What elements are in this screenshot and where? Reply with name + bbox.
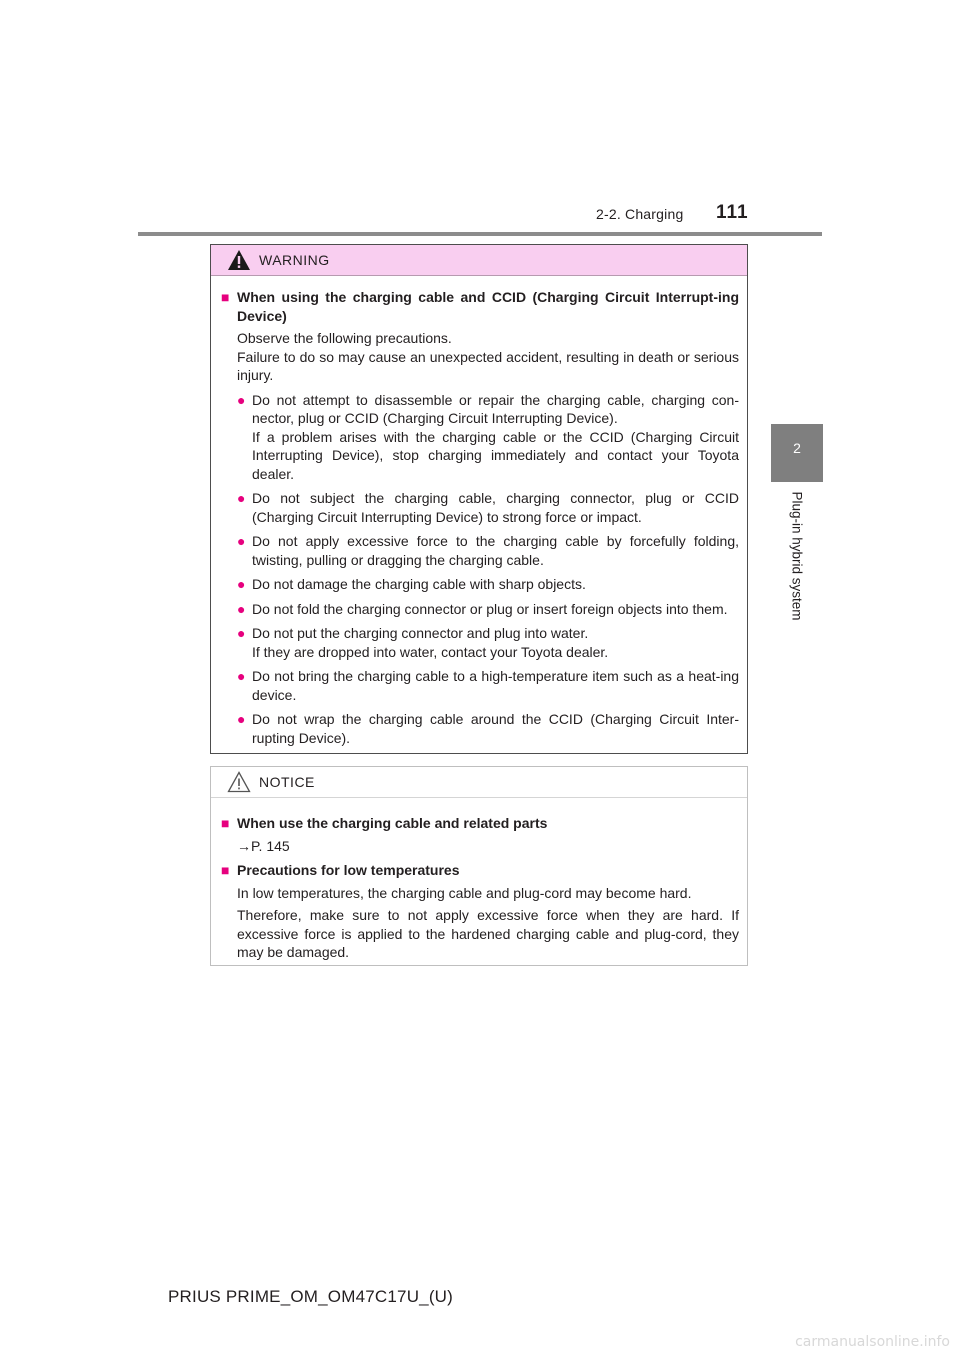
list-item: ● Do not damage the charging cable with … bbox=[237, 575, 739, 594]
list-item-note: If they are dropped into water, contact … bbox=[252, 643, 609, 660]
page-number: 111 bbox=[716, 202, 749, 223]
list-item-text: Do not damage the charging cable with sh… bbox=[252, 576, 586, 592]
warning-body: ■ When using the charging cable and CCID… bbox=[211, 276, 747, 747]
warning-header: WARNING bbox=[211, 245, 747, 276]
notice-header: NOTICE bbox=[211, 767, 747, 798]
square-bullet-icon: ■ bbox=[221, 862, 230, 878]
list-item-text: Do not fold the charging connector or pl… bbox=[252, 600, 728, 617]
warning-consequence: Failure to do so may cause an unexpected… bbox=[237, 348, 739, 384]
notice-item: ■ Precautions for low temperatures In lo… bbox=[221, 861, 739, 962]
warning-intro: Observe the following precautions. bbox=[237, 330, 452, 346]
circle-bullet-icon: ● bbox=[237, 625, 246, 641]
warning-heading-text: When using the charging cable and CCID (… bbox=[237, 289, 739, 324]
warning-box: WARNING ■ When using the charging cable … bbox=[210, 244, 748, 754]
warning-heading: ■ When using the charging cable and CCID… bbox=[221, 288, 739, 325]
square-bullet-icon: ■ bbox=[221, 815, 230, 831]
list-item: ● Do not bring the charging cable to a h… bbox=[237, 667, 739, 704]
notice-heading: When use the charging cable and related … bbox=[237, 815, 548, 831]
square-bullet-icon: ■ bbox=[221, 289, 230, 305]
circle-bullet-icon: ● bbox=[237, 533, 246, 549]
section-title: 2-2. Charging bbox=[596, 206, 684, 222]
list-item-text: Do not wrap the charging cable around th… bbox=[252, 711, 739, 746]
notice-paragraph: In low temperatures, the charging cable … bbox=[237, 884, 692, 901]
warning-triangle-icon bbox=[228, 250, 250, 270]
chapter-number: 2 bbox=[793, 440, 801, 456]
notice-item: ■ When use the charging cable and relate… bbox=[221, 814, 739, 855]
header-rule bbox=[138, 232, 822, 236]
circle-bullet-icon: ● bbox=[237, 490, 246, 506]
circle-bullet-icon: ● bbox=[237, 576, 246, 592]
list-item-note: If a problem arises with the charging ca… bbox=[252, 428, 739, 482]
list-item: ● Do not apply excessive force to the ch… bbox=[237, 532, 739, 569]
circle-bullet-icon: ● bbox=[237, 668, 246, 684]
list-item-text: Do not bring the charging cable to a hig… bbox=[252, 668, 739, 703]
list-item: ● Do not fold the charging connector or … bbox=[237, 600, 739, 619]
watermark: carmanualsonline.info bbox=[795, 1334, 950, 1350]
caution-triangle-icon bbox=[227, 771, 251, 793]
document-code: PRIUS PRIME_OM_OM47C17U_(U) bbox=[168, 1287, 454, 1306]
circle-bullet-icon: ● bbox=[237, 711, 246, 727]
circle-bullet-icon: ● bbox=[237, 391, 246, 408]
chapter-title: Plug-in hybrid system bbox=[789, 491, 805, 621]
notice-heading: Precautions for low temperatures bbox=[237, 862, 460, 878]
list-item-text: Do not put the charging connector and pl… bbox=[252, 625, 589, 641]
page-reference: →P. 145 bbox=[237, 837, 290, 854]
list-item-text: Do not subject the charging cable, charg… bbox=[252, 490, 739, 525]
list-item: ● Do not put the charging connector and … bbox=[237, 624, 739, 661]
list-item: ● Do not subject the charging cable, cha… bbox=[237, 489, 739, 526]
circle-bullet-icon: ● bbox=[237, 600, 246, 617]
list-item: ● Do not attempt to disassemble or repai… bbox=[237, 391, 739, 484]
chapter-tab: 2 bbox=[771, 424, 823, 482]
list-item-text: Do not attempt to disassemble or repair … bbox=[252, 391, 739, 427]
notice-title: NOTICE bbox=[259, 774, 315, 790]
notice-paragraph: Therefore, make sure to not apply excess… bbox=[237, 907, 739, 960]
warning-title: WARNING bbox=[259, 252, 330, 268]
list-item-text: Do not apply excessive force to the char… bbox=[252, 533, 739, 568]
list-item: ● Do not wrap the charging cable around … bbox=[237, 710, 739, 747]
notice-box: NOTICE ■ When use the charging cable and… bbox=[210, 766, 748, 966]
notice-body: ■ When use the charging cable and relate… bbox=[211, 798, 747, 962]
